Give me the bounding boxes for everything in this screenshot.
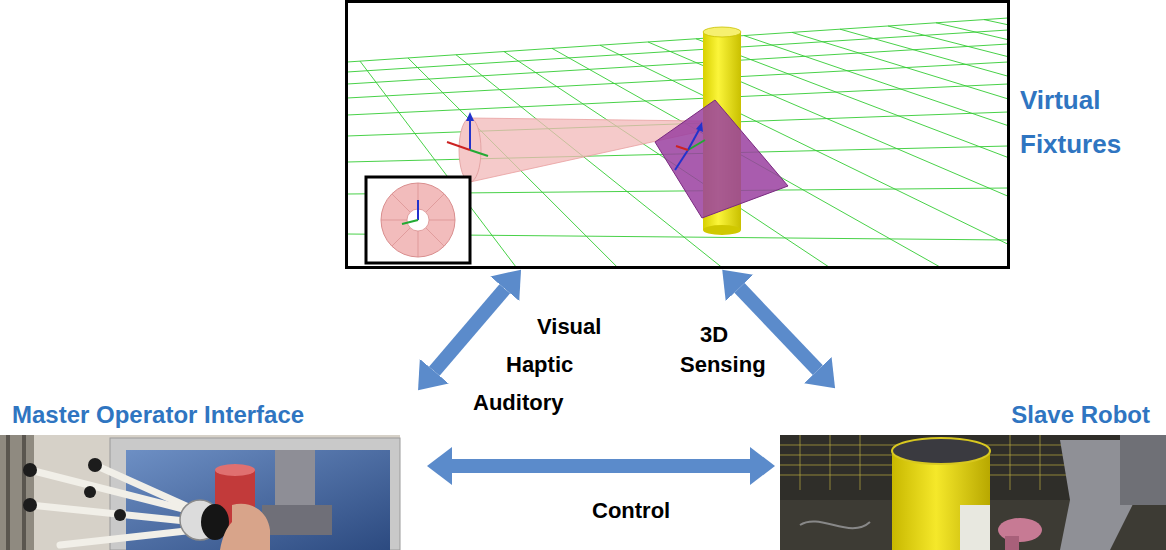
figure-panel: Virtual Fixtures — [345, 0, 1160, 268]
operator-hand — [220, 504, 270, 550]
figure-panel: Slave Robot — [778, 400, 1166, 550]
axis-head — [696, 122, 703, 132]
haptic-rods — [30, 465, 195, 545]
grid-line — [552, 48, 942, 266]
grid-line — [792, 32, 1007, 266]
axis-line — [469, 118, 471, 150]
channel-label: 3D Sensing — [680, 320, 766, 380]
plane-fixture — [655, 100, 788, 218]
block-arrow — [434, 289, 505, 372]
screen-cylinder-top — [215, 464, 255, 476]
drill — [998, 518, 1042, 542]
cylinder-bottom — [703, 225, 741, 235]
figure-panel: Master Operator Interface — [0, 400, 410, 550]
cone-end-view — [381, 183, 455, 257]
robot-arm — [1120, 435, 1166, 505]
grid-line — [744, 36, 1007, 266]
panel-heading: Slave Robot — [778, 400, 1150, 430]
grid-line — [936, 23, 1007, 266]
axis-line — [676, 146, 688, 150]
grid-line — [984, 20, 1007, 266]
cone-ribs — [381, 183, 455, 257]
grid-line — [840, 29, 1007, 266]
photo-ground — [780, 435, 1166, 550]
grid-line — [348, 18, 1007, 62]
screen-robot — [262, 505, 332, 535]
panel-ground — [347, 2, 1009, 268]
cylinder-top — [703, 27, 741, 37]
grid-line — [348, 62, 1007, 98]
grid-line — [348, 30, 1007, 72]
axis-line — [675, 150, 688, 170]
axis-line — [688, 128, 700, 150]
axis-head — [466, 112, 474, 121]
channel-label: Control — [592, 496, 670, 526]
grid-line — [348, 44, 1007, 84]
frame-post — [0, 435, 34, 550]
screen-robot — [275, 450, 315, 510]
axis-line — [470, 150, 488, 156]
drill — [1005, 536, 1019, 550]
grid-line — [348, 84, 1007, 115]
block-arrow — [452, 459, 750, 473]
floor-grid — [348, 18, 1007, 266]
haptic-joints — [23, 458, 126, 521]
axis-line — [447, 142, 470, 150]
grid-line — [888, 26, 1007, 266]
photo-ground — [0, 435, 400, 550]
channel-label: Visual Haptic Auditory — [473, 308, 601, 422]
panel-heading: Master Operator Interface — [12, 400, 404, 430]
inset-frame — [366, 177, 470, 263]
grid-line — [648, 42, 1007, 266]
frame-bar — [22, 435, 26, 550]
axis-line — [417, 200, 419, 220]
slave-cylinder-top — [892, 438, 990, 464]
panel-frame — [347, 2, 1009, 268]
frame-bar — [6, 435, 10, 550]
panel-heading: Virtual Fixtures — [1020, 78, 1155, 166]
white-part — [960, 505, 990, 550]
axis-line — [402, 220, 418, 224]
grid-line — [600, 45, 1007, 266]
cable — [800, 521, 870, 528]
